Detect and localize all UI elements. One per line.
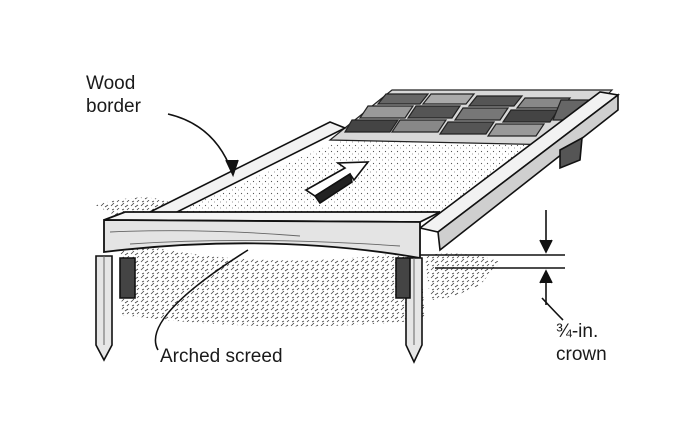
crown-dimension <box>420 210 565 305</box>
wood-border-label-line1: Wood <box>86 73 136 94</box>
leader-lines <box>154 113 564 351</box>
wood-border-label: Wood border <box>86 72 141 118</box>
right-wood-border <box>418 91 620 252</box>
direction-arrow-icon <box>304 161 370 205</box>
crown-label-line2: crown <box>556 344 607 365</box>
arched-screed-label: Arched screed <box>160 346 283 367</box>
wood-border-label-line2: border <box>86 96 141 117</box>
crown-label: ¾-in. crown <box>556 320 607 366</box>
pavers <box>328 89 614 146</box>
crown-label-line1: ¾-in. <box>556 321 599 342</box>
stakes <box>95 255 423 364</box>
arched-screed-board <box>103 211 441 260</box>
ground-soil <box>95 197 500 327</box>
